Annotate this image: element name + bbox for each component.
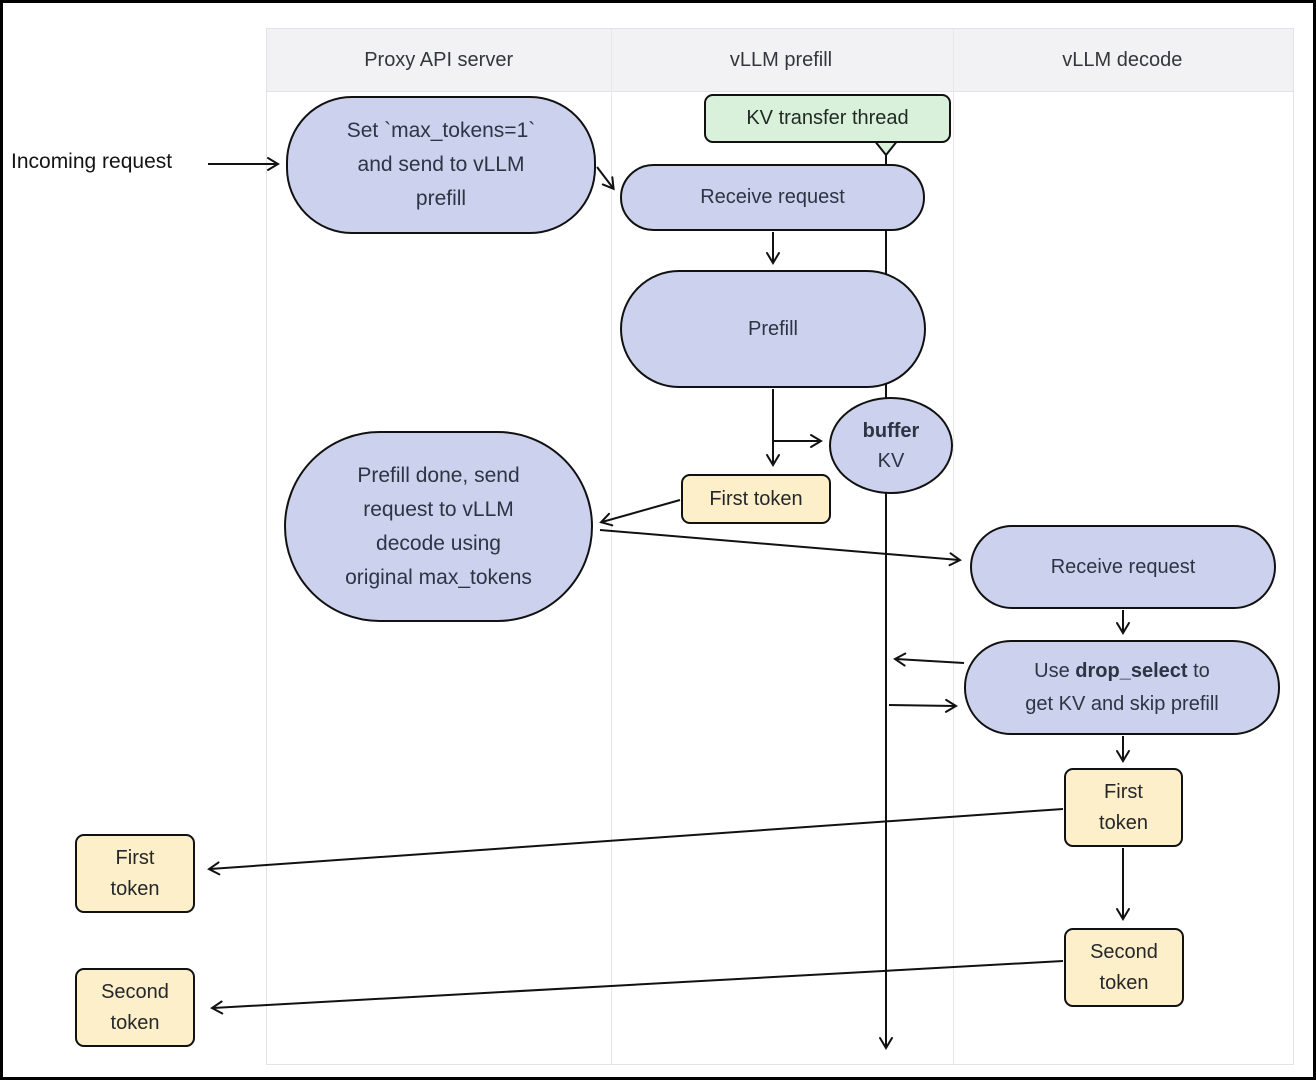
node-line: and send to vLLM — [357, 153, 525, 176]
node-line: token — [1099, 971, 1149, 994]
lane-header-prefill: vLLM prefill — [729, 48, 833, 71]
node-prefill: Prefill — [620, 270, 926, 388]
node-first-token-decode: First token — [1064, 768, 1183, 847]
node-drop-select: Use drop_select to get KV and skip prefi… — [964, 640, 1280, 735]
node-set-max-tokens: Set `max_tokens=1` and send to vLLM pref… — [286, 96, 596, 234]
node-line: Second — [1090, 940, 1158, 963]
node-second-token-output: Second token — [75, 968, 195, 1047]
node-line: Second — [101, 980, 169, 1003]
node-buffer-kv: buffer KV — [829, 397, 953, 494]
node-line: First — [115, 846, 155, 869]
node-line: Prefill done, send — [357, 463, 520, 487]
node-line: decode using — [376, 531, 501, 555]
node-line: token — [1099, 811, 1148, 834]
node-line: buffer — [862, 419, 920, 442]
lane-header-decode: vLLM decode — [1062, 48, 1183, 71]
lane-separator-2 — [953, 29, 954, 1064]
incoming-request-label: Incoming request — [11, 150, 173, 173]
node-line: token — [110, 1011, 160, 1034]
node-line: prefill — [415, 187, 467, 210]
node-prefill-done: Prefill done, send request to vLLM decod… — [284, 431, 593, 622]
node-receive-request-decode: Receive request — [970, 525, 1276, 609]
node-second-token-decode: Second token — [1064, 928, 1184, 1007]
node-line: original max_tokens — [345, 565, 532, 589]
lane-header-row: Proxy API server vLLM prefill vLLM decod… — [267, 29, 1293, 92]
node-line: get KV and skip prefill — [1025, 692, 1219, 715]
node-line: Set `max_tokens=1` — [346, 119, 536, 142]
node-line: First — [1104, 780, 1143, 803]
lane-separator-1 — [611, 29, 612, 1064]
node-line: Use drop_select to — [1034, 659, 1210, 682]
node-first-token-prefill: First token — [681, 474, 831, 524]
node-line: request to vLLM — [363, 497, 514, 521]
lane-header-proxy: Proxy API server — [364, 48, 514, 71]
node-receive-request-prefill: Receive request — [620, 164, 925, 231]
node-line: KV — [877, 449, 905, 472]
node-kv-transfer-thread: KV transfer thread — [704, 94, 951, 143]
node-line: token — [110, 877, 160, 900]
node-first-token-output: First token — [75, 834, 195, 913]
